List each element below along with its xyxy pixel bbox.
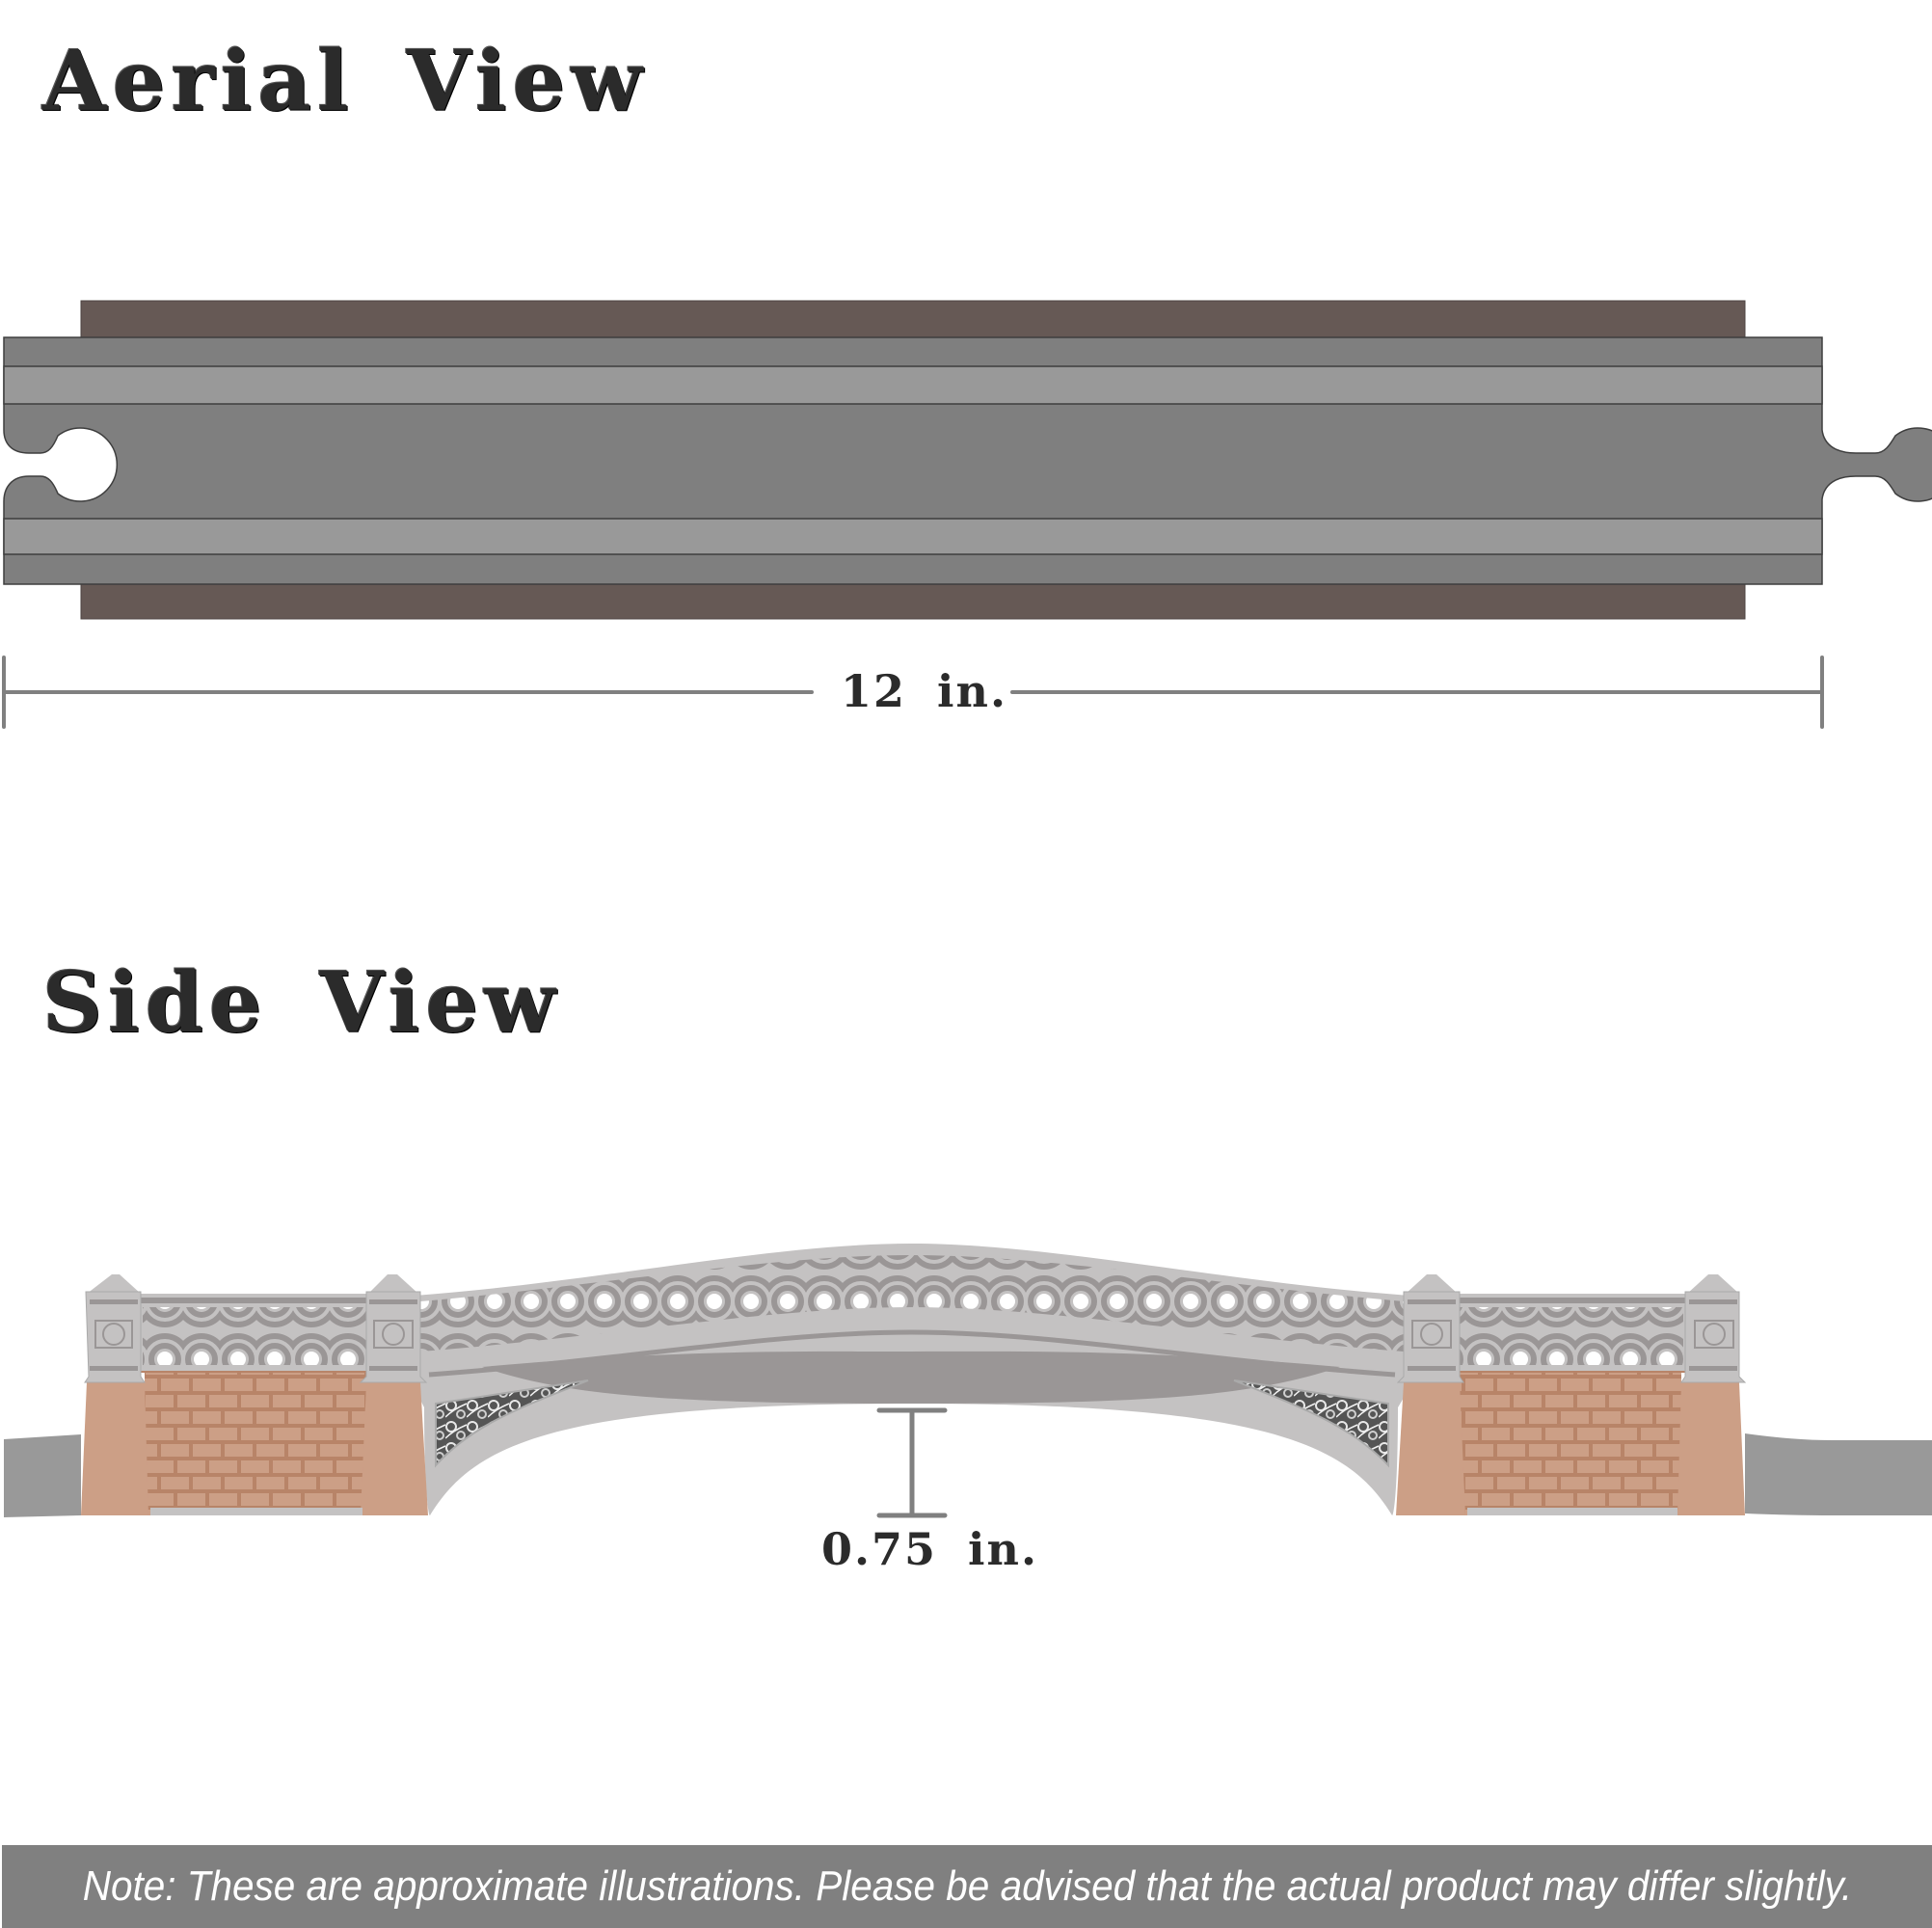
aerial-track-diagram (2, 300, 1932, 729)
length-dimension-label: 12 in. (841, 665, 1007, 717)
right-inner-post (1396, 1274, 1464, 1383)
side-view-heading: Side View (42, 954, 562, 1052)
right-track-approach (1745, 1433, 1932, 1515)
side-bridge-diagram (4, 1244, 1932, 1518)
right-end-post (1680, 1274, 1747, 1383)
right-abutment (1396, 1294, 1745, 1515)
disclaimer-text: Note: These are approximate illustration… (82, 1862, 1852, 1910)
top-groove (3, 365, 1823, 405)
deck-trim-line (428, 1329, 1396, 1378)
arch-ring-railing (420, 1255, 1404, 1352)
aerial-view-heading: Aerial View (42, 33, 649, 130)
right-filigree-spandrel (1233, 1379, 1389, 1468)
left-end-post (84, 1274, 146, 1383)
length-dimension-line (2, 656, 1824, 729)
bottom-groove (3, 518, 1823, 555)
left-inner-post (359, 1274, 428, 1383)
left-filigree-spandrel (435, 1379, 589, 1468)
arch-underside (482, 1351, 1340, 1404)
left-abutment (81, 1294, 428, 1515)
top-rail (80, 300, 1746, 338)
left-track-approach (4, 1434, 81, 1517)
disclaimer-bar: Note: These are approximate illustration… (2, 1845, 1932, 1928)
clearance-dimension-line (876, 1407, 948, 1518)
clearance-dimension-label: 0.75 in. (821, 1523, 1038, 1575)
